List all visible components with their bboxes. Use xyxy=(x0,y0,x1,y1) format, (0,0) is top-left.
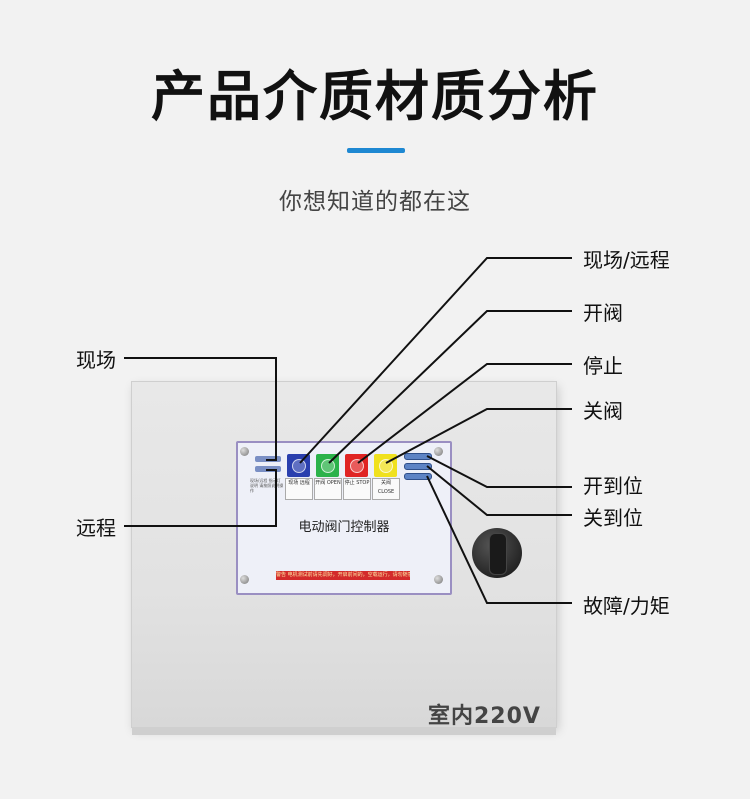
opened-indicator-led xyxy=(404,453,432,460)
callout-closed: 关到位 xyxy=(583,506,643,530)
callout-line-local-remote xyxy=(299,257,572,464)
callout-line-close-valve xyxy=(385,408,572,464)
panel-title: 电动阀门控制器 xyxy=(298,520,390,535)
power-icon xyxy=(350,459,364,473)
open-valve-button[interactable] xyxy=(316,454,339,477)
callout-line-open-valve xyxy=(328,310,572,464)
screw-icon xyxy=(240,575,249,584)
callout-local-remote: 现场/远程 xyxy=(583,248,670,272)
callout-local: 现场 xyxy=(76,348,116,372)
callout-open-valve: 开阀 xyxy=(583,301,623,325)
page-subtitle: 你想知道的都在这 xyxy=(279,189,471,215)
screw-icon xyxy=(434,447,443,456)
callout-line-closed xyxy=(426,465,572,516)
warning-strip: 警告 电机测试前请先调好，开启前间的，空载运行，请勿随意调节 xyxy=(276,571,410,580)
callout-line-opened xyxy=(426,455,572,488)
button-label-close: 关阀 CLOSE xyxy=(372,478,400,500)
callout-fault-torque: 故障/力矩 xyxy=(583,594,670,618)
power-icon xyxy=(379,459,393,473)
cabinet-bottom-edge xyxy=(132,727,556,735)
callout-opened: 开到位 xyxy=(583,474,643,498)
knob-handle[interactable] xyxy=(489,533,507,575)
power-icon xyxy=(321,459,335,473)
callout-line-fault xyxy=(426,475,572,604)
callout-close-valve: 关阀 xyxy=(583,399,623,423)
fault-indicator-led xyxy=(404,473,432,480)
callout-stop: 停止 xyxy=(583,354,623,378)
screw-icon xyxy=(240,447,249,456)
button-label-open: 开阀 OPEN xyxy=(314,478,342,500)
close-valve-button[interactable] xyxy=(374,454,397,477)
screw-icon xyxy=(434,575,443,584)
voltage-label: 室内220V xyxy=(428,704,541,729)
callout-line-local xyxy=(124,357,277,461)
panel-instruction-text: 现场/远程 指示灯说明 请按照说明操作 xyxy=(250,478,284,493)
closed-indicator-led xyxy=(404,463,432,470)
power-icon xyxy=(292,459,306,473)
title-accent-bar xyxy=(347,148,405,153)
callout-line-stop xyxy=(357,363,572,464)
button-label-stop: 停止 STOP xyxy=(343,478,371,500)
page-title: 产品介质材质分析 xyxy=(151,65,599,128)
callout-line-remote xyxy=(124,469,277,527)
callout-remote: 远程 xyxy=(76,516,116,540)
button-label-local-remote: 现场 远程 xyxy=(285,478,313,500)
